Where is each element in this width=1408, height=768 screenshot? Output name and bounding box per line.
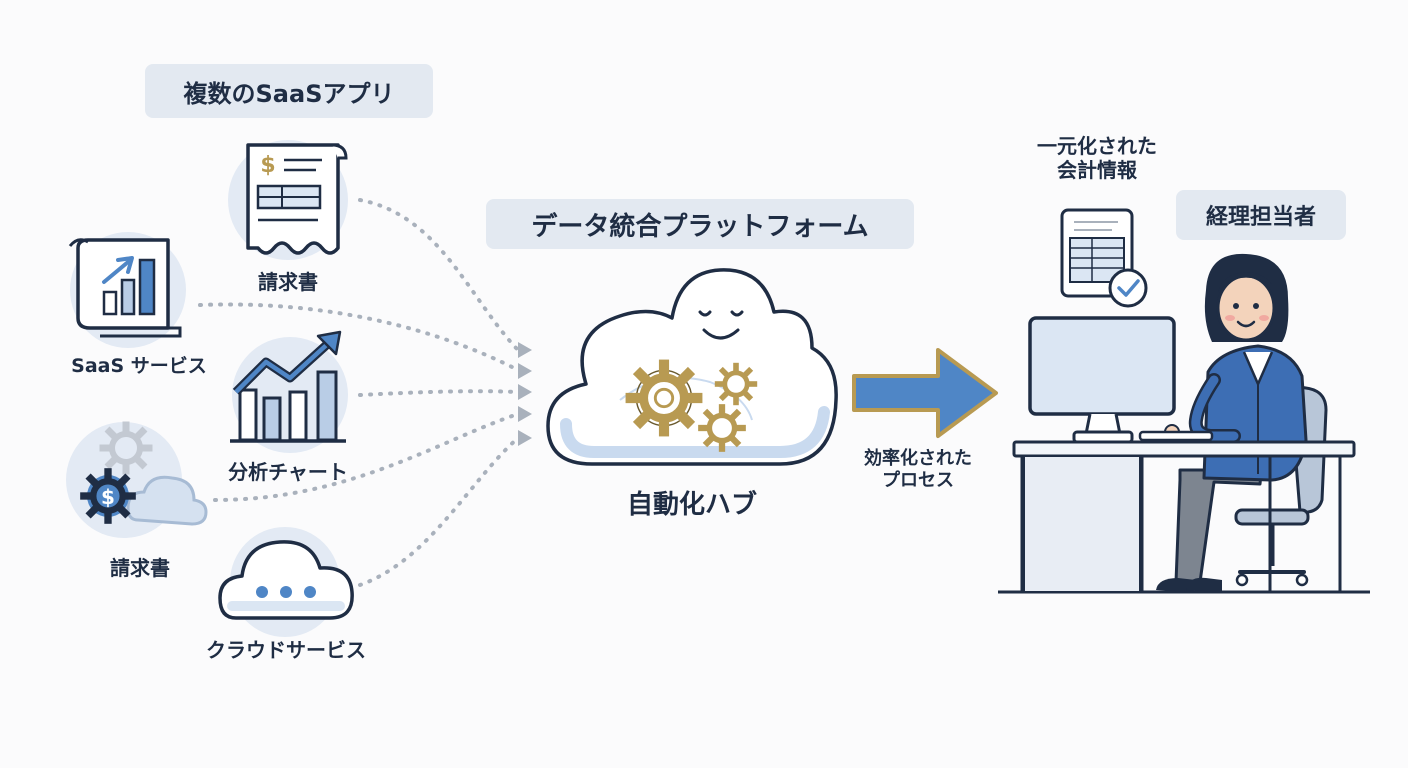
connector-lines (198, 198, 520, 587)
svg-text:$: $ (101, 485, 115, 509)
cloud-icon (218, 527, 354, 637)
info-label-line1: 一元化された (1037, 134, 1157, 158)
arrow-right-icon (852, 348, 998, 438)
connector-saas (198, 302, 520, 372)
connector-cloud (358, 436, 520, 587)
connector-invoice-bottom (213, 412, 520, 502)
gears-cloud-icon: $ (66, 422, 208, 538)
connector-chart (358, 389, 520, 397)
svg-text:$: $ (260, 153, 275, 178)
source-label-invoice-top: 請求書 (258, 270, 318, 294)
platform-header: データ統合プラットフォーム (486, 199, 914, 249)
info-label-line2: 会計情報 (1057, 158, 1137, 182)
process-label-line2: プロセス (882, 469, 954, 491)
info-label: 一元化された 会計情報 (1006, 134, 1188, 182)
source-label-invoice-bottom: 請求書 (110, 556, 170, 580)
trend-chart-icon (230, 330, 348, 453)
accountant-header: 経理担当者 (1176, 190, 1346, 240)
source-label-cloud: クラウドサービス (206, 638, 366, 662)
bar-chart-icon (68, 232, 186, 348)
accountant-icon (998, 253, 1370, 594)
invoice-icon: $ (228, 140, 348, 260)
hub-label: 自動化ハブ (626, 490, 757, 520)
process-label: 効率化された プロセス (838, 448, 998, 491)
connector-invoice-top (358, 198, 520, 352)
hub-cloud-icon (546, 268, 838, 466)
source-label-saas: SaaS サービス (71, 355, 207, 377)
ledger-check-icon (1060, 208, 1148, 308)
source-label-chart: 分析チャート (228, 460, 348, 484)
process-label-line1: 効率化された (864, 448, 972, 469)
connector-arrowheads (518, 342, 532, 446)
saas-apps-header: 複数のSaaSアプリ (145, 64, 433, 118)
